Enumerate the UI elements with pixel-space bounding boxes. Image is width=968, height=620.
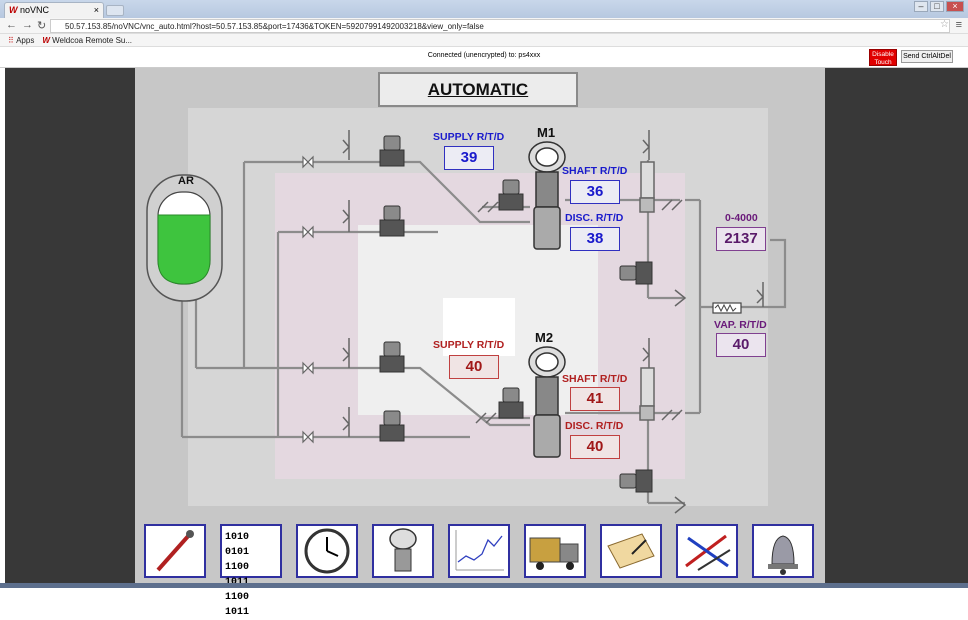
alarm-bell-icon[interactable] <box>752 524 814 578</box>
weldcoa-logo-icon: W <box>42 36 50 45</box>
browser-tab[interactable]: W noVNC × <box>4 2 104 18</box>
binary-line: 1100 1011 <box>225 562 250 588</box>
connection-status: Connected (unencrypted) to: ps4xxx <box>427 52 541 59</box>
piping-diagram <box>146 130 787 514</box>
thermometer-probe-icon[interactable] <box>144 524 206 578</box>
bookmark-weldcoa[interactable]: W Weldcoa Remote Su... <box>42 36 133 45</box>
binary-line: 1100 1011 <box>225 592 250 618</box>
range-label: 0-4000 <box>725 212 758 224</box>
os-taskbar <box>0 583 968 588</box>
m1-shaft-value[interactable]: 36 <box>570 180 620 204</box>
tab-title: noVNC <box>20 5 50 15</box>
novnc-status-bar: Connected (unencrypted) to: ps4xxx Disab… <box>0 47 968 68</box>
range-value[interactable]: 2137 <box>716 227 766 251</box>
bookmarks-bar: ⠿ Apps W Weldcoa Remote Su... <box>0 34 968 47</box>
clock-icon[interactable] <box>296 524 358 578</box>
vap-label: VAP. R/T/D <box>714 319 767 331</box>
m1-disc-value[interactable]: 38 <box>570 227 620 251</box>
truck-icon[interactable] <box>524 524 586 578</box>
minimize-icon[interactable]: – <box>914 1 928 12</box>
tank-level-fill <box>157 214 211 285</box>
new-tab-button[interactable] <box>106 5 124 16</box>
menu-icon[interactable]: ≡ <box>955 19 962 31</box>
browser-tab-bar: W noVNC × – □ × <box>0 0 968 18</box>
send-ctrl-alt-del-button[interactable]: Send CtrlAltDel <box>901 50 953 63</box>
forward-icon[interactable]: → <box>22 19 33 31</box>
tools-icon[interactable] <box>676 524 738 578</box>
mode-title[interactable]: AUTOMATIC <box>378 72 578 107</box>
bookmark-apps[interactable]: ⠿ Apps <box>8 36 35 45</box>
m1-shaft-label: SHAFT R/T/D <box>562 165 628 177</box>
document-sign-icon[interactable] <box>600 524 662 578</box>
m2-disc-label: DISC. R/T/D <box>565 420 624 432</box>
m1-supply-value[interactable]: 39 <box>444 146 494 170</box>
vap-value[interactable]: 40 <box>716 333 766 357</box>
back-icon[interactable]: ← <box>6 19 17 31</box>
url-text: 50.57.153.85/noVNC/vnc_auto.html?host=50… <box>65 22 484 31</box>
binary-data-icon[interactable]: 1010 0101 1100 1011 1100 1011 <box>220 524 282 618</box>
m2-shaft-value[interactable]: 41 <box>570 387 620 411</box>
m1-supply-label: SUPPLY R/T/D <box>433 131 505 143</box>
trend-chart-icon[interactable] <box>448 524 510 578</box>
reload-icon[interactable]: ↻ <box>37 20 47 32</box>
m2-shaft-label: SHAFT R/T/D <box>562 373 628 385</box>
disable-touch-button[interactable]: Disable Touch <box>869 49 897 66</box>
m2-disc-value[interactable]: 40 <box>570 435 620 459</box>
m2-label: M2 <box>535 330 554 345</box>
center-blank <box>443 298 515 356</box>
tank-label: AR <box>178 175 194 187</box>
maximize-icon[interactable]: □ <box>930 1 944 12</box>
m2-supply-label: SUPPLY R/T/D <box>433 339 505 351</box>
browser-nav-bar: ← → ↻ 50.57.153.85/noVNC/vnc_auto.html?h… <box>0 18 968 34</box>
m1-disc-label: DISC. R/T/D <box>565 212 624 224</box>
novnc-logo-icon: W <box>9 5 18 15</box>
apps-grid-icon: ⠿ <box>8 36 14 45</box>
m2-supply-value[interactable]: 40 <box>449 355 499 379</box>
bookmark-star-icon[interactable]: ☆ <box>940 19 949 30</box>
binary-line: 1010 0101 <box>225 532 250 558</box>
address-bar[interactable]: 50.57.153.85/noVNC/vnc_auto.html?host=50… <box>50 19 950 33</box>
close-window-icon[interactable]: × <box>946 1 964 12</box>
valve-icon[interactable] <box>372 524 434 578</box>
tab-close-icon[interactable]: × <box>93 5 99 15</box>
m1-label: M1 <box>537 125 556 140</box>
window-controls: – □ × <box>914 1 964 12</box>
